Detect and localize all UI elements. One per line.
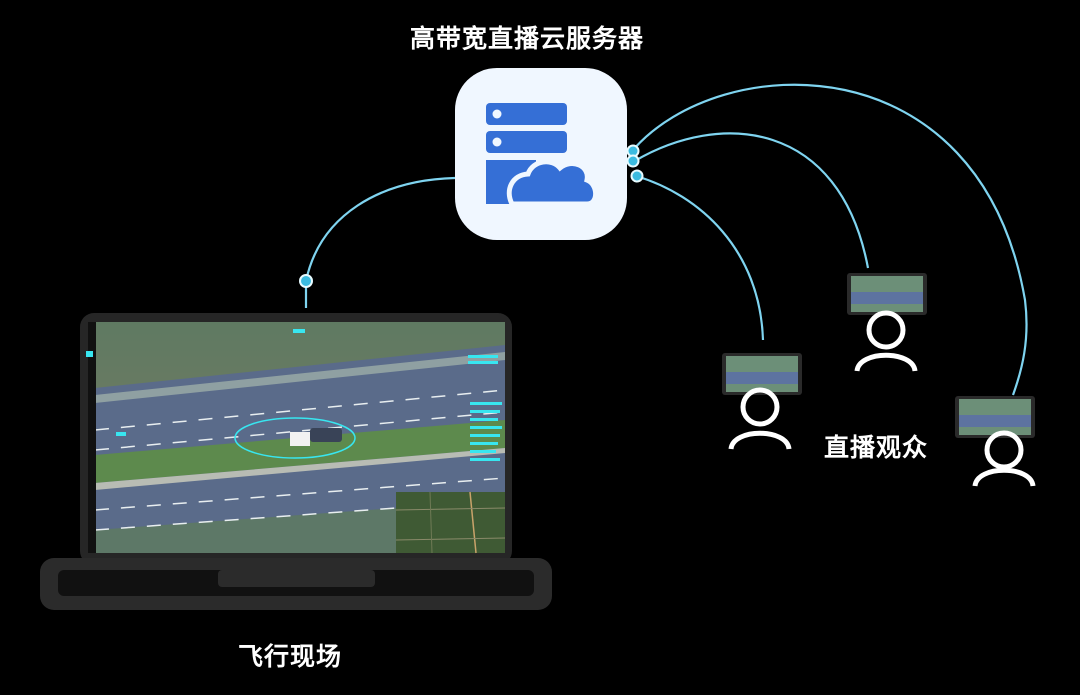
viewer-3 bbox=[955, 396, 1036, 487]
drone-video-screen bbox=[86, 322, 506, 554]
connection-lines bbox=[304, 83, 1028, 396]
user-icon bbox=[728, 387, 792, 450]
node-dot bbox=[626, 154, 640, 168]
user-icon bbox=[972, 430, 1036, 487]
link-server-viewer3 bbox=[632, 83, 1028, 396]
viewer-1 bbox=[722, 353, 802, 450]
laptop bbox=[40, 313, 552, 610]
node-dot bbox=[630, 169, 644, 183]
minimap bbox=[395, 491, 506, 554]
link-server-viewer2 bbox=[632, 132, 870, 269]
server-cloud-icon bbox=[486, 103, 599, 207]
link-server-viewer1 bbox=[635, 174, 765, 341]
field-label: 飞行现场 bbox=[238, 642, 343, 671]
audience-label: 直播观众 bbox=[824, 433, 929, 462]
server-label: 高带宽直播云服务器 bbox=[410, 24, 645, 53]
user-icon bbox=[854, 310, 918, 372]
connection-nodes bbox=[299, 144, 644, 288]
link-field-server bbox=[304, 176, 456, 308]
viewer-2 bbox=[847, 273, 927, 372]
viewers bbox=[722, 273, 1036, 487]
node-dot bbox=[299, 274, 313, 288]
server-node bbox=[455, 68, 627, 240]
